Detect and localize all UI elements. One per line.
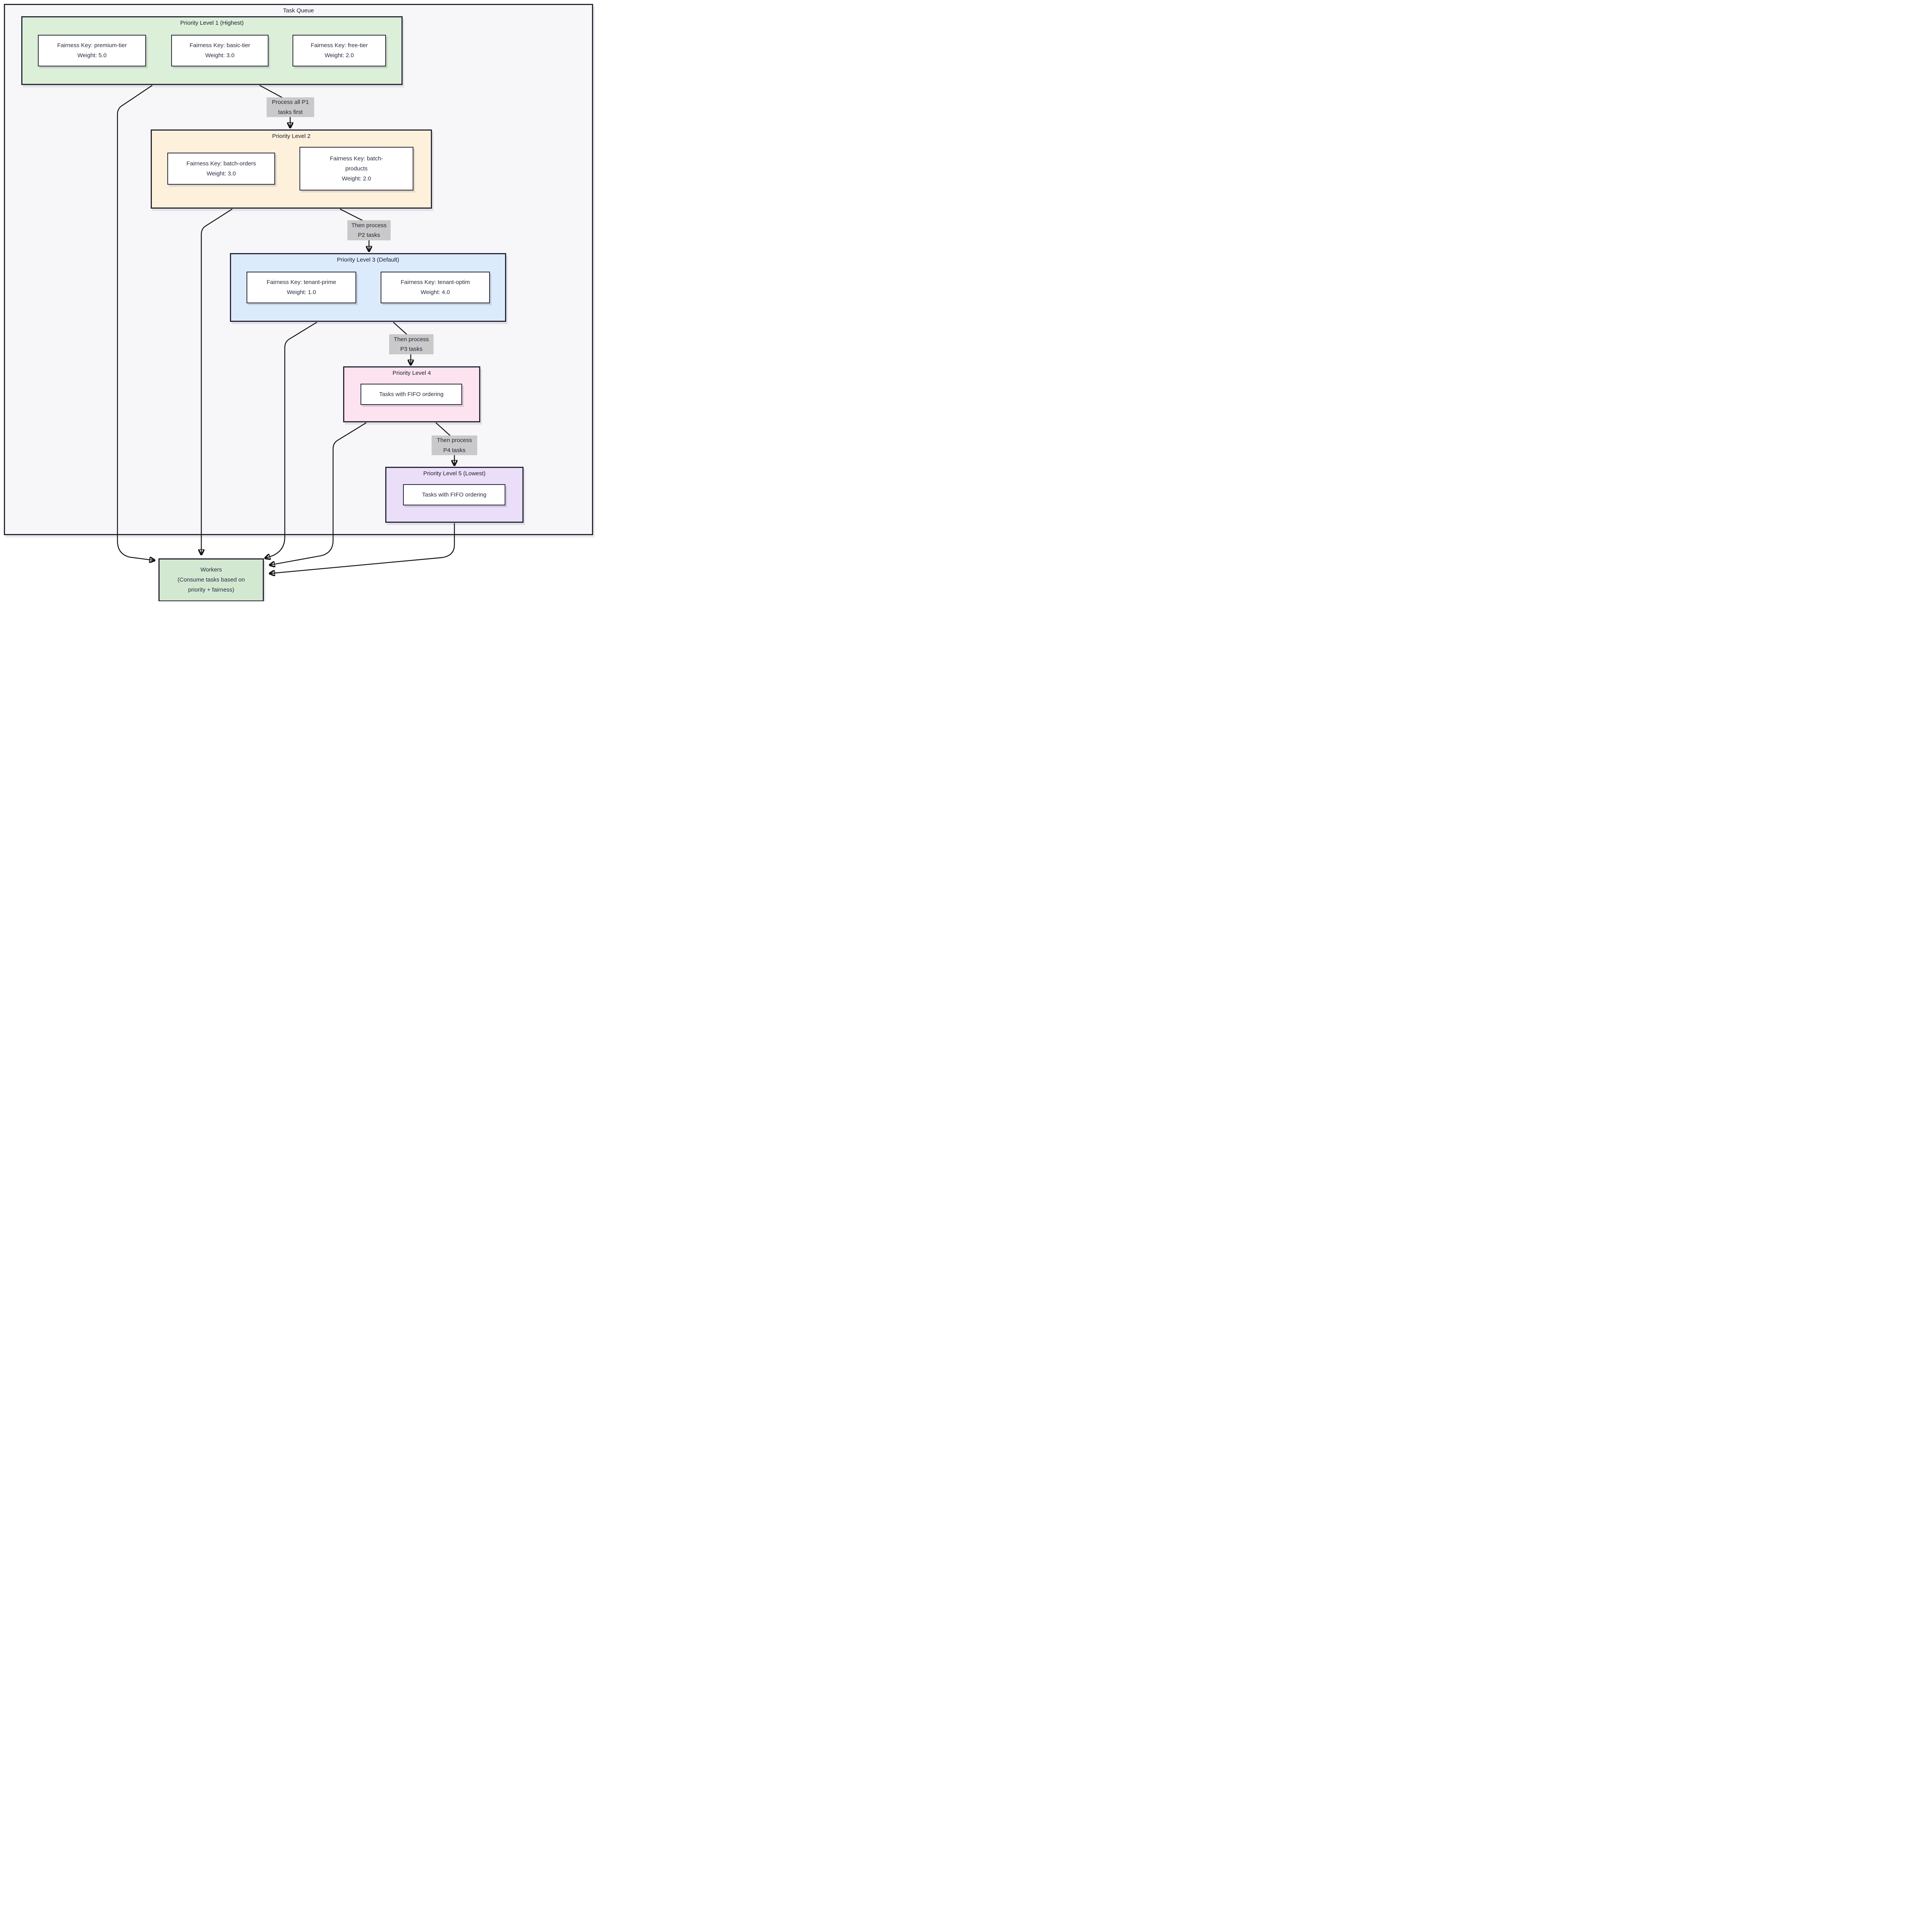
node-line: Weight: 3.0 xyxy=(205,52,235,59)
edge-label-p3-p4: Then process P3 tasks xyxy=(389,334,434,354)
node-line: Fairness Key: tenant-optim xyxy=(400,279,470,286)
diagram-canvas: Task Queue Priority Level 1 (Highest) Pr… xyxy=(0,0,596,601)
node-line: Fairness Key: basic-tier xyxy=(189,42,250,49)
edge-label-p1-p2: Process all P1 tasks first xyxy=(267,97,314,117)
node-batch-products: Fairness Key: batch- products Weight: 2.… xyxy=(299,147,413,190)
priority-level-1-title: Priority Level 1 (Highest) xyxy=(180,20,244,26)
workers-line: Workers xyxy=(200,566,222,573)
workers-node: Workers (Consume tasks based on priority… xyxy=(158,558,264,601)
node-line: Weight: 5.0 xyxy=(77,52,107,59)
node-line: Tasks with FIFO ordering xyxy=(422,491,486,498)
priority-level-5-title: Priority Level 5 (Lowest) xyxy=(423,470,486,477)
edge-label-line: Process all P1 xyxy=(272,99,309,105)
node-line: Tasks with FIFO ordering xyxy=(379,391,444,398)
edge-label-line: P3 tasks xyxy=(400,346,423,352)
edge-label-line: Then process xyxy=(394,336,429,343)
node-line: Weight: 4.0 xyxy=(420,289,450,296)
node-batch-orders: Fairness Key: batch-orders Weight: 3.0 xyxy=(167,153,275,185)
edge-label-p4-p5: Then process P4 tasks xyxy=(432,435,477,455)
workers-line: priority + fairness) xyxy=(188,587,235,593)
node-line: Fairness Key: batch-orders xyxy=(186,160,256,167)
node-line: Weight: 2.0 xyxy=(325,52,354,59)
node-basic-tier: Fairness Key: basic-tier Weight: 3.0 xyxy=(171,35,269,66)
node-tenant-prime: Fairness Key: tenant-prime Weight: 1.0 xyxy=(247,272,356,303)
node-line: Fairness Key: tenant-prime xyxy=(266,279,337,286)
priority-level-2-title: Priority Level 2 xyxy=(272,133,311,139)
node-line: Fairness Key: free-tier xyxy=(311,42,368,49)
node-tenant-optim: Fairness Key: tenant-optim Weight: 4.0 xyxy=(381,272,490,303)
edge-label-line: P4 tasks xyxy=(443,447,466,454)
edge-label-line: Then process xyxy=(351,222,387,229)
node-line: Fairness Key: premium-tier xyxy=(57,42,127,49)
workers-line: (Consume tasks based on xyxy=(177,577,245,583)
edge-label-line: tasks first xyxy=(278,109,303,116)
edge-label-line: Then process xyxy=(437,437,472,444)
node-free-tier: Fairness Key: free-tier Weight: 2.0 xyxy=(293,35,386,66)
node-line: Weight: 2.0 xyxy=(342,175,371,182)
node-line: Weight: 3.0 xyxy=(206,170,236,177)
node-line: Fairness Key: batch- xyxy=(330,155,383,162)
node-line: products xyxy=(345,165,368,172)
priority-level-3-title: Priority Level 3 (Default) xyxy=(337,257,399,263)
task-queue-title: Task Queue xyxy=(283,7,314,14)
priority-level-4-title: Priority Level 4 xyxy=(392,370,431,376)
node-line: Weight: 1.0 xyxy=(287,289,316,296)
node-fifo-p5: Tasks with FIFO ordering xyxy=(403,484,505,505)
node-fifo-p4: Tasks with FIFO ordering xyxy=(361,384,462,405)
node-premium-tier: Fairness Key: premium-tier Weight: 5.0 xyxy=(38,35,146,66)
edge-label-p2-p3: Then process P2 tasks xyxy=(347,220,391,240)
edge-label-line: P2 tasks xyxy=(358,232,380,238)
